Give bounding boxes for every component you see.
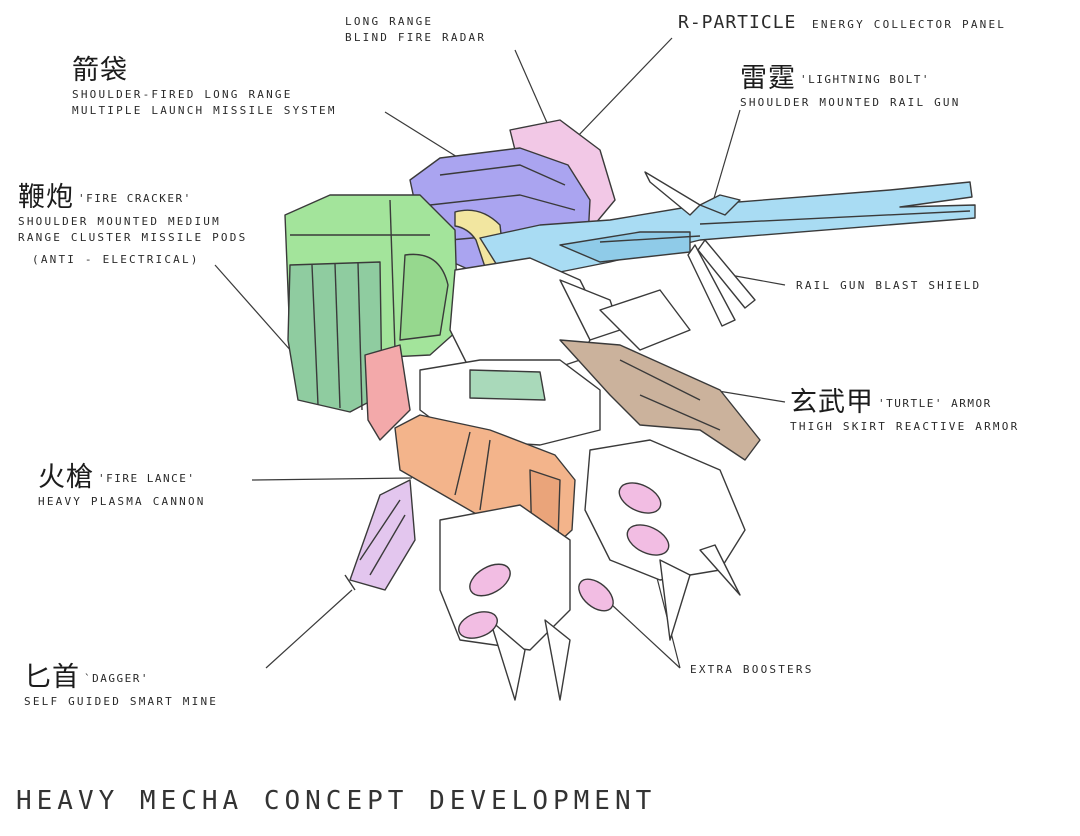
rail-gun-blast-shield (644, 171, 756, 327)
arrow-bag-line1: SHOULDER-FIRED LONG RANGE (72, 88, 293, 101)
boosters-line1: EXTRA BOOSTERS (690, 663, 814, 676)
firecracker-callout: 鞭炮 'FIRE CRACKER' SHOULDER MOUNTED MEDIUM… (18, 175, 247, 268)
rail-gun (479, 181, 976, 273)
fire-lance-title: 火槍 (38, 462, 94, 493)
blast-shield-callout: RAIL GUN BLAST SHIELD (796, 278, 981, 294)
thunder-alias: 'LIGHTNING BOLT' (800, 73, 930, 86)
fire-lance-line1: HEAVY PLASMA CANNON (38, 495, 206, 508)
red-accent (364, 344, 411, 441)
firecracker-line3: (ANTI - ELECTRICAL) (32, 252, 200, 266)
boosters-callout: EXTRA BOOSTERS (690, 662, 814, 678)
turtle-armor-callout: 玄武甲 'TURTLE' ARMOR THIGH SKIRT REACTIVE A… (790, 380, 1019, 435)
dagger-smart-mine (344, 479, 416, 591)
turtle-armor (559, 339, 761, 461)
blast-shield-line1: RAIL GUN BLAST SHIELD (796, 279, 982, 292)
sheet-title: HEAVY MECHA CONCEPT DEVELOPMENT (16, 786, 657, 816)
radar-line1: LONG RANGE (345, 15, 434, 28)
thunder-line1: SHOULDER MOUNTED RAIL GUN (740, 96, 961, 109)
dagger-line1: SELF GUIDED SMART MINE (24, 695, 219, 708)
fire-lance-alias: 'FIRE LANCE' (98, 472, 196, 485)
firecracker-title: 鞭炮 (18, 182, 74, 213)
dagger-alias: `DAGGER' (84, 672, 149, 685)
firecracker-line2: RANGE CLUSTER MISSILE PODS (18, 230, 248, 244)
dagger-title: 匕首 (24, 662, 80, 693)
arrow-bag-line2: MULTIPLE LAUNCH MISSILE SYSTEM (72, 103, 337, 117)
turtle-title: 玄武甲 (790, 387, 874, 418)
firecracker-missile-pod (284, 194, 459, 413)
r-particle-callout: R-PARTICLE ENERGY COLLECTOR PANEL (678, 12, 1006, 33)
dagger-callout: 匕首 `DAGGER' SELF GUIDED SMART MINE (24, 655, 218, 710)
radar-line2: BLIND FIRE RADAR (345, 30, 487, 44)
firecracker-line1: SHOULDER MOUNTED MEDIUM (18, 215, 221, 228)
turtle-line1: THIGH SKIRT REACTIVE ARMOR (790, 420, 1020, 433)
fire-lance-callout: 火槍 'FIRE LANCE' HEAVY PLASMA CANNON (38, 455, 206, 510)
thunder-title: 雷霆 (740, 63, 796, 94)
r-particle-name: R-PARTICLE (678, 12, 797, 33)
arrow-bag-callout: 箭袋 SHOULDER-FIRED LONG RANGE MULTIPLE LA… (72, 48, 337, 119)
firecracker-alias: 'FIRE CRACKER' (78, 192, 192, 205)
radar-callout: LONG RANGE BLIND FIRE RADAR (345, 14, 486, 46)
turtle-alias: 'TURTLE' ARMOR (878, 397, 992, 410)
thunder-callout: 雷霆 'LIGHTNING BOLT' SHOULDER MOUNTED RAIL… (740, 56, 961, 111)
arrow-bag-title: 箭袋 (72, 55, 128, 86)
r-particle-desc: ENERGY COLLECTOR PANEL (812, 18, 1007, 31)
mecha-torso (419, 257, 691, 446)
extra-boosters (458, 482, 670, 639)
